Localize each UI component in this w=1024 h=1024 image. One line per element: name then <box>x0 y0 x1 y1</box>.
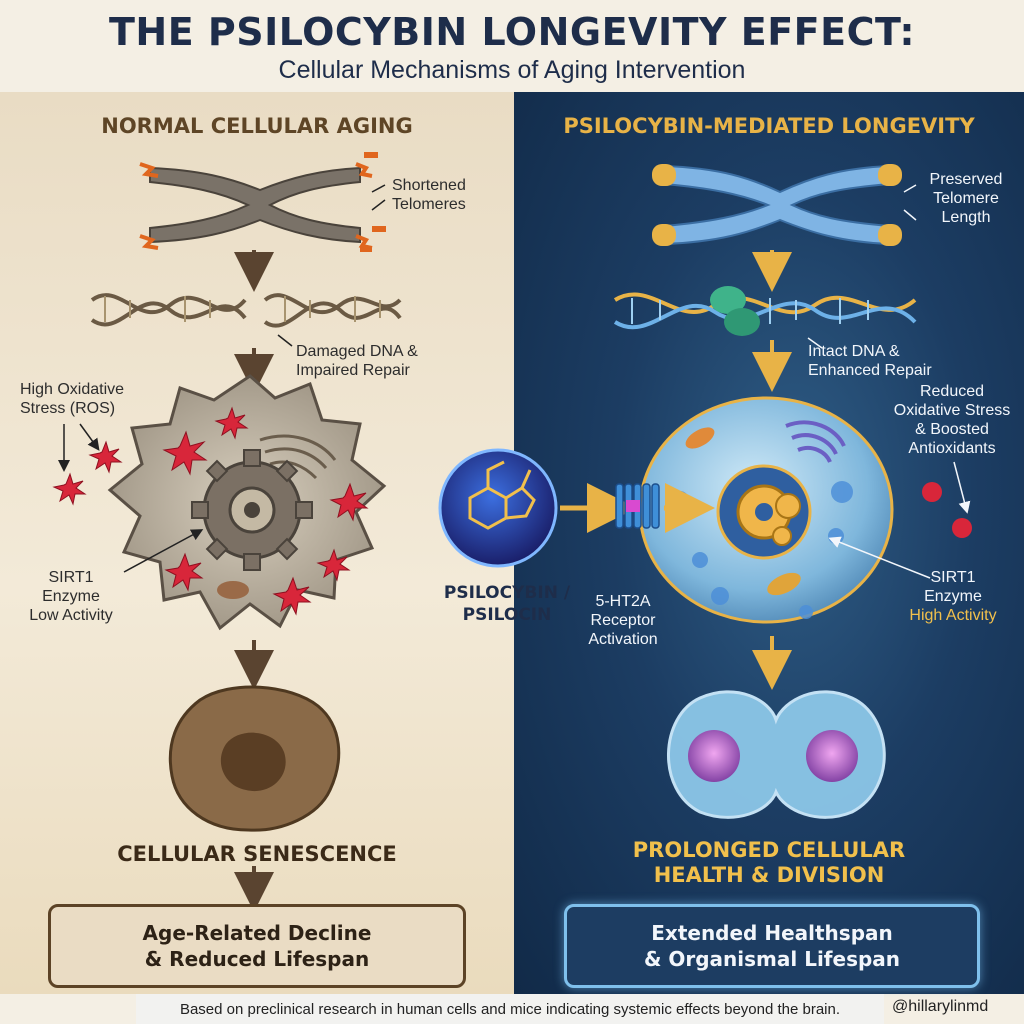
label-line: Antioxidants <box>908 440 996 457</box>
antioxidant-1 <box>922 482 942 502</box>
intact-dna-label: Intact DNA & Enhanced Repair <box>808 342 958 380</box>
outcome-line: Age-Related Decline <box>142 921 372 945</box>
outcome-box-right: Extended Healthspan & Organismal Lifespa… <box>564 904 980 988</box>
mitochondrion-new-2 <box>767 572 801 596</box>
label-line: PROLONGED CELLULAR <box>632 838 906 862</box>
preserved-telomere-chromosome <box>652 164 902 246</box>
author-handle: @hillarylinmd <box>892 998 989 1015</box>
label-line: Intact DNA & <box>808 343 900 360</box>
label-line: Reduced <box>919 383 985 400</box>
dna-rungs-left <box>104 296 381 322</box>
intact-dna-helix <box>613 292 917 330</box>
mitochondrion-old <box>217 581 249 599</box>
telomere-pointer <box>371 184 386 211</box>
gear-icon <box>191 449 313 571</box>
page-title: THE PSILOCYBIN LONGEVITY EFFECT: <box>108 10 916 54</box>
label-line: Preserved <box>929 171 1003 188</box>
footer-note: Based on preclinical research in human c… <box>136 994 884 1024</box>
gear-icon-active <box>716 464 812 560</box>
label-line: Enzyme <box>42 588 100 605</box>
label-line: Damaged DNA & <box>296 343 418 360</box>
ros-pointer-2 <box>79 423 100 451</box>
prolonged-health-label: PROLONGED CELLULAR HEALTH & DIVISION <box>514 838 1024 888</box>
label-line: 5-HT2A <box>595 593 651 610</box>
label-line: & Boosted <box>915 421 989 438</box>
receptor-activation-label: 5-HT2A Receptor Activation <box>580 592 666 649</box>
outcome-line: Extended Healthspan <box>651 921 893 945</box>
label-line: Oxidative Stress <box>893 402 1011 419</box>
daughter-nucleus-1 <box>688 730 740 782</box>
sirt-pointer-right <box>828 536 931 579</box>
dividing-cell <box>667 690 886 819</box>
label-line: Shortened <box>392 177 466 194</box>
shortened-telomere-chromosome <box>139 152 386 252</box>
sirt1-low-label: SIRT1 Enzyme Low Activity <box>16 568 126 625</box>
label-line: High Activity <box>909 607 997 624</box>
label-line: Low Activity <box>29 607 113 624</box>
damaged-dna-label: Damaged DNA & Impaired Repair <box>296 342 446 380</box>
repair-enzyme-2 <box>724 308 760 336</box>
healthy-organelles <box>785 420 846 463</box>
label-line: High Oxidative <box>20 381 125 398</box>
sirt-pointer-left <box>123 529 204 573</box>
outcome-box-left: Age-Related Decline & Reduced Lifespan <box>48 904 466 988</box>
ros-molecules <box>52 406 369 616</box>
telomere-pointer-right <box>903 184 917 221</box>
dna-pointer-right <box>807 337 823 349</box>
receptor-icon <box>615 483 660 529</box>
label-line: Receptor <box>590 612 656 629</box>
label-line: Enhanced Repair <box>808 362 932 379</box>
cellular-senescence-label: CELLULAR SENESCENCE <box>117 842 397 866</box>
reduced-oxidative-label: Reduced Oxidative Stress & Boosted Antio… <box>882 382 1022 458</box>
daughter-nucleus-2 <box>806 730 858 782</box>
mitochondrion-new <box>685 427 715 449</box>
left-heading: NORMAL CELLULAR AGING <box>101 114 413 138</box>
label-line: SIRT1 <box>48 569 94 586</box>
label-line: Activation <box>588 631 658 648</box>
molecule-icon <box>438 448 558 568</box>
label-line: PSILOCYBIN / <box>443 583 571 603</box>
page-subtitle: Cellular Mechanisms of Aging Interventio… <box>278 56 746 84</box>
label-line: HEALTH & DIVISION <box>653 863 885 887</box>
organelle-lines <box>259 434 337 480</box>
label-line: Impaired Repair <box>296 362 410 379</box>
outcome-line: & Reduced Lifespan <box>144 947 370 971</box>
label-line: Stress (ROS) <box>20 400 116 417</box>
outcome-line: & Organismal Lifespan <box>643 947 901 971</box>
ros-pointer-right <box>953 461 971 514</box>
oxidative-stress-label: High Oxidative Stress (ROS) <box>20 380 150 418</box>
sirt1-high-label: SIRT1 Enzyme High Activity <box>894 568 1012 625</box>
right-heading: PSILOCYBIN-MEDIATED LONGEVITY <box>563 114 975 138</box>
label-line: Length <box>941 209 991 226</box>
label-line: PSILOCIN <box>462 605 552 625</box>
preserved-telomere-label: Preserved Telomere Length <box>916 170 1016 227</box>
label-line: Telomeres <box>392 196 466 213</box>
dna-pointer-left <box>277 334 293 347</box>
psilocybin-label: PSILOCYBIN / PSILOCIN <box>432 582 582 626</box>
label-line: Enzyme <box>924 588 982 605</box>
label-line: SIRT1 <box>930 569 976 586</box>
antioxidant-2 <box>952 518 972 538</box>
damaged-dna-helix <box>90 293 402 328</box>
repair-enzyme <box>710 286 746 314</box>
senescent-nucleus <box>220 732 286 792</box>
dna-rungs-right <box>631 298 869 324</box>
shortened-telomeres-label: Shortened Telomeres <box>392 176 492 214</box>
label-line: Telomere <box>933 190 999 207</box>
